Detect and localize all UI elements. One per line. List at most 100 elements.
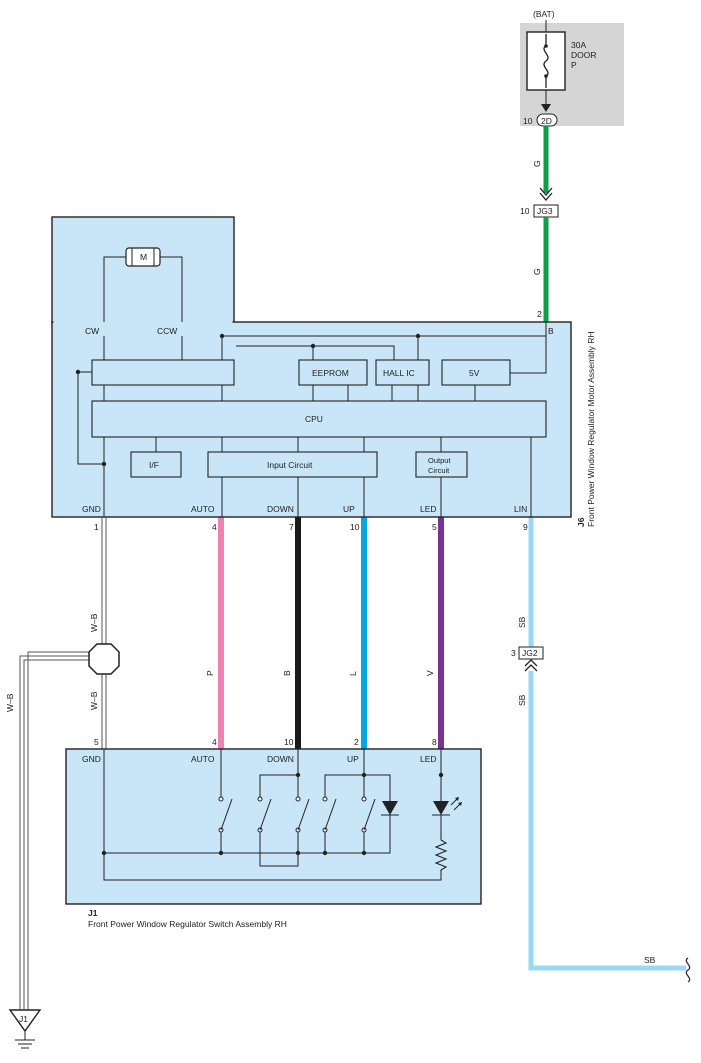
motor-driver-block xyxy=(91,359,235,386)
switch-assembly: 5 4 10 2 8 GND AUTO DOWN UP LED xyxy=(65,737,482,929)
switch-icon xyxy=(257,796,272,833)
wire-label-led: V xyxy=(425,670,435,676)
j1-terminal-auto: AUTO xyxy=(191,754,215,764)
hall-ic-block xyxy=(375,359,430,386)
led-icon xyxy=(432,797,462,816)
jg3-pin: 10 xyxy=(520,206,530,216)
j6-terminal-down: DOWN xyxy=(267,504,294,514)
switch-icon xyxy=(361,796,376,833)
j6-pin-lin: 9 xyxy=(523,522,528,532)
if-label: I/F xyxy=(149,460,159,470)
hall-ic-label: HALL IC xyxy=(383,368,415,378)
j1-pin-auto: 4 xyxy=(212,737,217,747)
motor-icon xyxy=(125,247,161,267)
fuse-name-line-1: DOOR xyxy=(571,50,597,60)
five-v-block xyxy=(441,359,511,386)
wire-label-wb-upper: W–B xyxy=(89,613,99,632)
switch-icon xyxy=(218,796,233,833)
wire-wb-ground-1 xyxy=(19,655,90,1010)
j6-terminal-lin: LIN xyxy=(514,504,527,514)
j6-pin-down: 7 xyxy=(289,522,294,532)
j6-title: Front Power Window Regulator Motor Assem… xyxy=(586,331,596,527)
j6-terminal-up: UP xyxy=(343,504,355,514)
if-block xyxy=(130,451,182,478)
wire-label-wb-ground: W–B xyxy=(5,693,15,712)
switch-icon xyxy=(322,796,337,833)
output-circuit-label-2: Circuit xyxy=(428,466,450,475)
jg2-pin: 3 xyxy=(511,648,516,658)
wire-label-down: B xyxy=(282,670,292,676)
j1-terminal-down: DOWN xyxy=(267,754,294,764)
switch-assembly-body xyxy=(65,748,482,905)
j1-terminal-led: LED xyxy=(420,754,437,764)
wire-label-wb-lower: W–B xyxy=(89,691,99,710)
resistor-icon xyxy=(434,839,448,872)
b-pin: 2 xyxy=(537,309,542,319)
fuse-pin: 10 xyxy=(523,116,533,126)
cw-label: CW xyxy=(85,326,99,336)
ground-symbol: J1 xyxy=(8,1009,42,1049)
wire-lin-lower xyxy=(528,671,686,971)
wire-label-g-lower: G xyxy=(532,268,542,275)
cpu-block xyxy=(91,400,547,438)
ccw-label: CCW xyxy=(157,326,177,336)
battery-label: (BAT) xyxy=(533,9,555,19)
j1-terminal-up: UP xyxy=(347,754,359,764)
splice-icon xyxy=(88,643,120,675)
fuse-connector-label: 2D xyxy=(541,116,552,126)
j6-connector-id: J6 xyxy=(576,517,586,527)
fuse-icon xyxy=(543,34,549,88)
chevron-down-icon xyxy=(539,192,553,201)
fuse-rating: 30A xyxy=(571,40,586,50)
output-circuit-label-1: Output xyxy=(428,456,451,465)
j1-pin-down: 10 xyxy=(284,737,294,747)
jg2-connector xyxy=(518,646,544,660)
motor-housing xyxy=(51,216,235,325)
input-circuit-block xyxy=(207,451,378,478)
motor-housing-seam-cover xyxy=(53,320,233,324)
j1-title: Front Power Window Regulator Switch Asse… xyxy=(88,919,287,929)
jg2-label: JG2 xyxy=(522,648,538,658)
j1-pin-gnd: 5 xyxy=(94,737,99,747)
input-circuit-label: Input Circuit xyxy=(267,460,313,470)
wire-wb-ground-2 xyxy=(23,659,90,1010)
wire-label-sb-exit: SB xyxy=(644,955,656,965)
eeprom-block xyxy=(298,359,368,386)
wire-label-sb-upper: SB xyxy=(517,616,527,628)
fuse-block: (BAT) 30A DOOR P 10 2D xyxy=(520,9,624,127)
j1-pin-led: 8 xyxy=(432,737,437,747)
wire-label-up: L xyxy=(348,671,358,676)
j6-pin-up: 10 xyxy=(350,522,360,532)
motor-assembly: M CW CCW 2 B xyxy=(51,216,596,532)
eeprom-label: EEPROM xyxy=(312,368,349,378)
five-v-label: 5V xyxy=(469,368,480,378)
j1-pin-up: 2 xyxy=(354,737,359,747)
arrow-down-icon xyxy=(541,104,551,112)
chevron-down-icon xyxy=(539,187,553,196)
switch-icon xyxy=(295,796,310,833)
wire-label-sb-lower: SB xyxy=(517,694,527,706)
diode-icon xyxy=(381,801,399,816)
chevron-up-icon xyxy=(524,664,538,672)
j6-terminal-led: LED xyxy=(420,504,437,514)
j6-pin-gnd: 1 xyxy=(94,522,99,532)
ground-triangle-icon xyxy=(8,1009,42,1033)
j1-terminal-gnd: GND xyxy=(82,754,101,764)
j6-pin-led: 5 xyxy=(432,522,437,532)
wire-break-icon xyxy=(685,957,691,983)
motor-label: M xyxy=(140,252,147,262)
wire-label-g-upper: G xyxy=(532,160,542,167)
j6-pin-auto: 4 xyxy=(212,522,217,532)
j6-terminal-gnd: GND xyxy=(82,504,101,514)
jg3-label: JG3 xyxy=(537,206,553,216)
cpu-label: CPU xyxy=(305,414,323,424)
wire-wb-ground-3 xyxy=(27,651,90,1010)
b-label: B xyxy=(548,326,554,336)
output-circuit-block xyxy=(415,451,468,478)
j1-connector-id: J1 xyxy=(88,908,98,918)
ground-label: J1 xyxy=(19,1014,28,1024)
fuse-name-line-2: P xyxy=(571,60,577,70)
chevron-up-icon xyxy=(524,659,538,667)
wire-label-auto: P xyxy=(205,670,215,676)
